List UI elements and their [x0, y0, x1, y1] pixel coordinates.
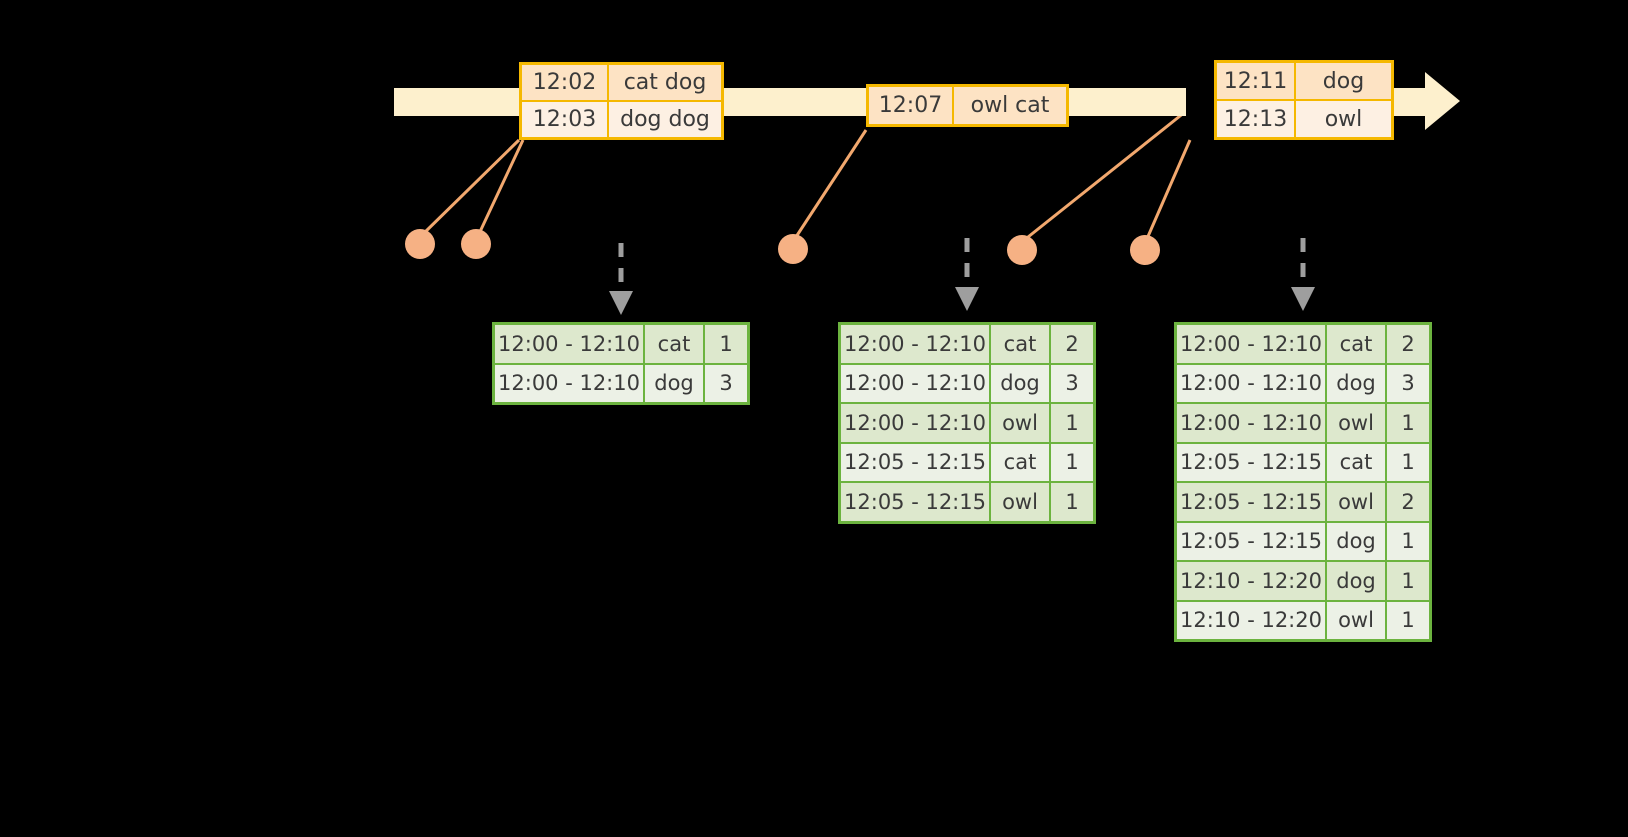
marker-dot-1202 — [405, 229, 435, 259]
event-words: dog dog — [609, 102, 721, 137]
count-cell: 1 — [1051, 483, 1093, 521]
count-cell: 1 — [1051, 443, 1093, 481]
flow-arrow-head-1 — [609, 291, 633, 315]
window-cell: 12:00 - 12:10 — [841, 364, 991, 402]
table-row[interactable]: 12:00 - 12:10 dog 3 — [841, 362, 1093, 402]
window-cell: 12:00 - 12:10 — [495, 325, 645, 363]
event-time: 12:02 — [522, 65, 609, 100]
count-cell: 1 — [1387, 404, 1429, 442]
window-cell: 12:00 - 12:10 — [841, 404, 991, 442]
timeline-arrowhead — [1425, 72, 1460, 130]
event-time: 12:03 — [522, 102, 609, 137]
table-row[interactable]: 12:10 - 12:20 owl 1 — [1177, 599, 1429, 639]
key-cell: owl — [1327, 404, 1387, 442]
window-cell: 12:00 - 12:10 — [841, 325, 991, 363]
connector-line-1207 — [792, 129, 868, 241]
event-words: dog — [1296, 63, 1391, 99]
connector-line-1213 — [1144, 139, 1192, 242]
key-cell: cat — [1327, 443, 1387, 481]
table-row[interactable]: 12:00 - 12:10 cat 1 — [495, 325, 747, 363]
event-row[interactable]: 12:03 dog dog — [522, 100, 721, 137]
event-words: owl cat — [954, 87, 1066, 124]
connector-line-1202 — [419, 138, 521, 238]
count-cell: 3 — [1387, 364, 1429, 402]
event-row[interactable]: 12:13 owl — [1217, 99, 1391, 137]
table-row[interactable]: 12:00 - 12:10 owl 1 — [1177, 402, 1429, 442]
key-cell: owl — [1327, 601, 1387, 639]
result-table-2[interactable]: 12:00 - 12:10 cat 2 12:00 - 12:10 dog 3 … — [838, 322, 1096, 524]
table-row[interactable]: 12:05 - 12:15 cat 1 — [841, 441, 1093, 481]
window-cell: 12:05 - 12:15 — [841, 483, 991, 521]
count-cell: 2 — [1387, 483, 1429, 521]
window-cell: 12:05 - 12:15 — [1177, 443, 1327, 481]
key-cell: dog — [1327, 522, 1387, 560]
count-cell: 3 — [1051, 364, 1093, 402]
window-cell: 12:00 - 12:10 — [1177, 404, 1327, 442]
window-cell: 12:10 - 12:20 — [1177, 601, 1327, 639]
key-cell: owl — [1327, 483, 1387, 521]
event-words: owl — [1296, 101, 1391, 137]
count-cell: 1 — [705, 325, 747, 363]
event-time: 12:11 — [1217, 63, 1296, 99]
table-row[interactable]: 12:05 - 12:15 cat 1 — [1177, 441, 1429, 481]
count-cell: 1 — [1387, 443, 1429, 481]
key-cell: dog — [645, 364, 705, 402]
key-cell: cat — [1327, 325, 1387, 363]
event-words: cat dog — [609, 65, 721, 100]
key-cell: owl — [991, 404, 1051, 442]
key-cell: dog — [991, 364, 1051, 402]
connector-line-1211 — [1022, 110, 1186, 243]
window-cell: 12:00 - 12:10 — [495, 364, 645, 402]
marker-dot-1203 — [461, 229, 491, 259]
event-row[interactable]: 12:02 cat dog — [522, 65, 721, 100]
table-row[interactable]: 12:00 - 12:10 dog 3 — [495, 362, 747, 402]
key-cell: cat — [991, 443, 1051, 481]
flow-arrow-head-3 — [1291, 287, 1315, 311]
event-group-1[interactable]: 12:02 cat dog 12:03 dog dog — [519, 62, 724, 140]
key-cell: owl — [991, 483, 1051, 521]
count-cell: 1 — [1387, 562, 1429, 600]
connector-line-1203 — [476, 139, 525, 237]
key-cell: cat — [991, 325, 1051, 363]
count-cell: 3 — [705, 364, 747, 402]
window-cell: 12:05 - 12:15 — [1177, 483, 1327, 521]
table-row[interactable]: 12:00 - 12:10 cat 2 — [841, 325, 1093, 363]
window-cell: 12:10 - 12:20 — [1177, 562, 1327, 600]
event-group-2[interactable]: 12:07 owl cat — [866, 84, 1069, 127]
timeline-segment-mid-b — [1066, 88, 1186, 116]
count-cell: 1 — [1387, 601, 1429, 639]
timeline-segment-left — [394, 88, 522, 116]
count-cell: 1 — [1051, 404, 1093, 442]
result-table-3[interactable]: 12:00 - 12:10 cat 2 12:00 - 12:10 dog 3 … — [1174, 322, 1432, 642]
count-cell: 2 — [1387, 325, 1429, 363]
table-row[interactable]: 12:05 - 12:15 owl 1 — [841, 481, 1093, 521]
window-cell: 12:05 - 12:15 — [1177, 522, 1327, 560]
event-group-3[interactable]: 12:11 dog 12:13 owl — [1214, 60, 1394, 140]
window-cell: 12:00 - 12:10 — [1177, 325, 1327, 363]
window-cell: 12:05 - 12:15 — [841, 443, 991, 481]
event-time: 12:07 — [869, 87, 954, 124]
flow-arrow-head-2 — [955, 287, 979, 311]
window-cell: 12:00 - 12:10 — [1177, 364, 1327, 402]
table-row[interactable]: 12:10 - 12:20 dog 1 — [1177, 560, 1429, 600]
event-row[interactable]: 12:07 owl cat — [869, 87, 1066, 124]
result-table-1[interactable]: 12:00 - 12:10 cat 1 12:00 - 12:10 dog 3 — [492, 322, 750, 405]
marker-dot-1213 — [1130, 235, 1160, 265]
count-cell: 1 — [1387, 522, 1429, 560]
key-cell: dog — [1327, 364, 1387, 402]
event-row[interactable]: 12:11 dog — [1217, 63, 1391, 99]
table-row[interactable]: 12:00 - 12:10 cat 2 — [1177, 325, 1429, 363]
count-cell: 2 — [1051, 325, 1093, 363]
event-time: 12:13 — [1217, 101, 1296, 137]
table-row[interactable]: 12:05 - 12:15 owl 2 — [1177, 481, 1429, 521]
table-row[interactable]: 12:00 - 12:10 owl 1 — [841, 402, 1093, 442]
table-row[interactable]: 12:00 - 12:10 dog 3 — [1177, 362, 1429, 402]
marker-dot-1207 — [778, 234, 808, 264]
key-cell: cat — [645, 325, 705, 363]
marker-dot-1211 — [1007, 235, 1037, 265]
timeline-segment-mid-a — [722, 88, 868, 116]
table-row[interactable]: 12:05 - 12:15 dog 1 — [1177, 520, 1429, 560]
key-cell: dog — [1327, 562, 1387, 600]
